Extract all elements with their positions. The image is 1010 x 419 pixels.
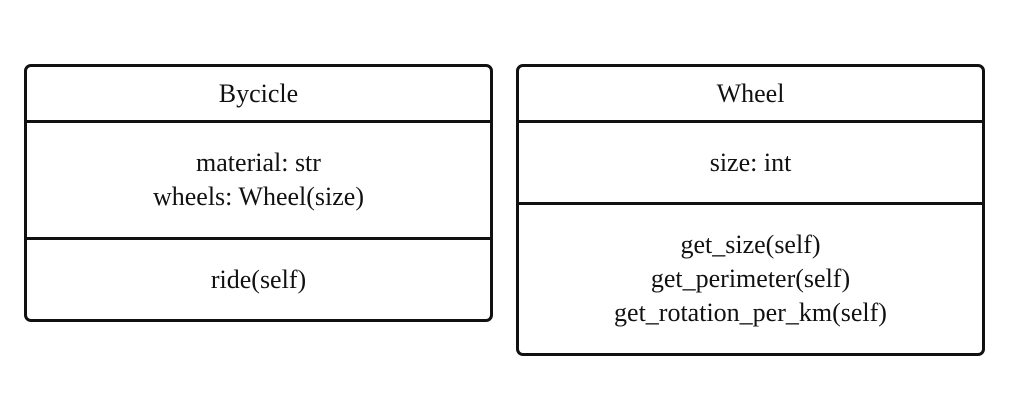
attributes-section: size: int (519, 120, 982, 202)
class-box-wheel: Wheel size: int get_size(self) get_perim… (516, 64, 985, 356)
class-name-section: Bycicle (27, 67, 490, 120)
method: get_size(self) (680, 230, 821, 259)
methods-section: get_size(self) get_perimeter(self) get_r… (519, 202, 982, 353)
methods-section: ride(self) (27, 237, 490, 319)
class-name: Wheel (716, 78, 785, 108)
attribute: material: str (196, 148, 321, 177)
class-name-section: Wheel (519, 67, 982, 120)
class-name: Bycicle (218, 78, 299, 108)
method: get_rotation_per_km(self) (614, 298, 887, 327)
attributes-section: material: str wheels: Wheel(size) (27, 120, 490, 237)
attribute: size: int (709, 147, 792, 177)
method: get_perimeter(self) (650, 264, 851, 293)
class-box-bycicle: Bycicle material: str wheels: Wheel(size… (24, 64, 493, 322)
method: ride(self) (210, 264, 307, 294)
attribute: wheels: Wheel(size) (152, 182, 365, 211)
